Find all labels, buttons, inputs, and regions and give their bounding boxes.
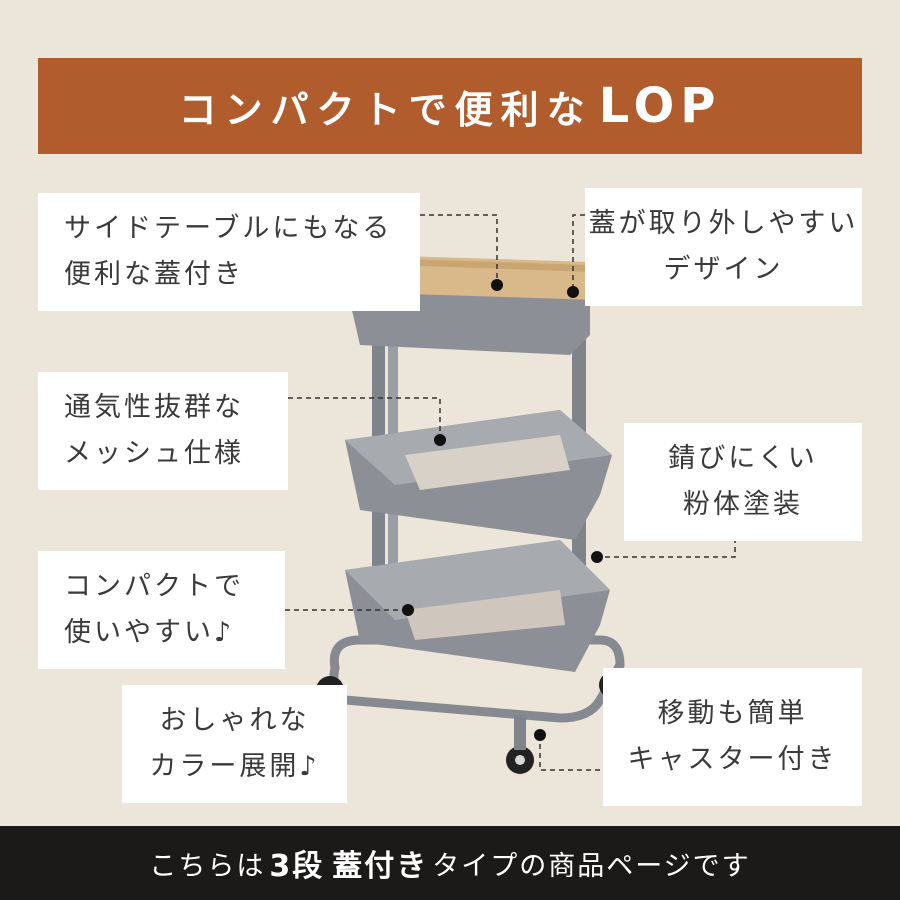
footer-suffix: タイプの商品ページです [432, 850, 751, 882]
connector-caster [539, 735, 603, 771]
feature-line: おしゃれな [159, 705, 310, 736]
feature-line: 蓋が取り外しやすい [588, 208, 859, 239]
feature-line: 粉体塗装 [683, 489, 803, 520]
connector-lid [420, 214, 498, 285]
footer-tier: 3段 [269, 849, 325, 884]
feature-line: 通気性抜群な [64, 392, 244, 423]
title-banner: コンパクトで便利な LOP [38, 58, 862, 154]
feature-card-casters: 移動も簡単 キャスター付き [603, 668, 862, 806]
footer-prefix: こちらは [149, 850, 266, 882]
feature-card-mesh: 通気性抜群な メッシュ仕様 [38, 372, 288, 490]
feature-card-side-table: サイドテーブルにもなる 便利な蓋付き [38, 193, 420, 311]
banner-title: コンパクトで便利な [178, 87, 593, 132]
feature-line: サイドテーブルにもなる [64, 213, 393, 244]
feature-card-removable-lid: 蓋が取り外しやすい デザイン [585, 188, 862, 306]
feature-line: デザイン [663, 254, 784, 285]
banner-brand: LOP [598, 78, 722, 134]
feature-line: メッシュ仕様 [64, 438, 244, 469]
feature-card-coating: 錆びにくい 粉体塗装 [624, 423, 862, 541]
feature-line: 錆びにくい [668, 443, 818, 474]
connector-mesh [288, 397, 441, 440]
feature-line: 使いやすい♪ [64, 617, 235, 648]
connector-removable [572, 214, 585, 292]
feature-line: カラー展開♪ [149, 751, 320, 782]
feature-line: コンパクトで [64, 571, 244, 602]
feature-line: キャスター付き [627, 744, 838, 775]
feature-card-colors: おしゃれな カラー展開♪ [122, 685, 347, 803]
feature-line: 移動も簡単 [657, 698, 808, 729]
footer-lid: 蓋付き [332, 849, 429, 884]
footer-bar: こちらは 3段 蓋付き タイプの商品ページです [0, 826, 900, 900]
feature-line: 便利な蓋付き [64, 259, 244, 290]
feature-card-compact: コンパクトで 使いやすい♪ [38, 551, 285, 669]
